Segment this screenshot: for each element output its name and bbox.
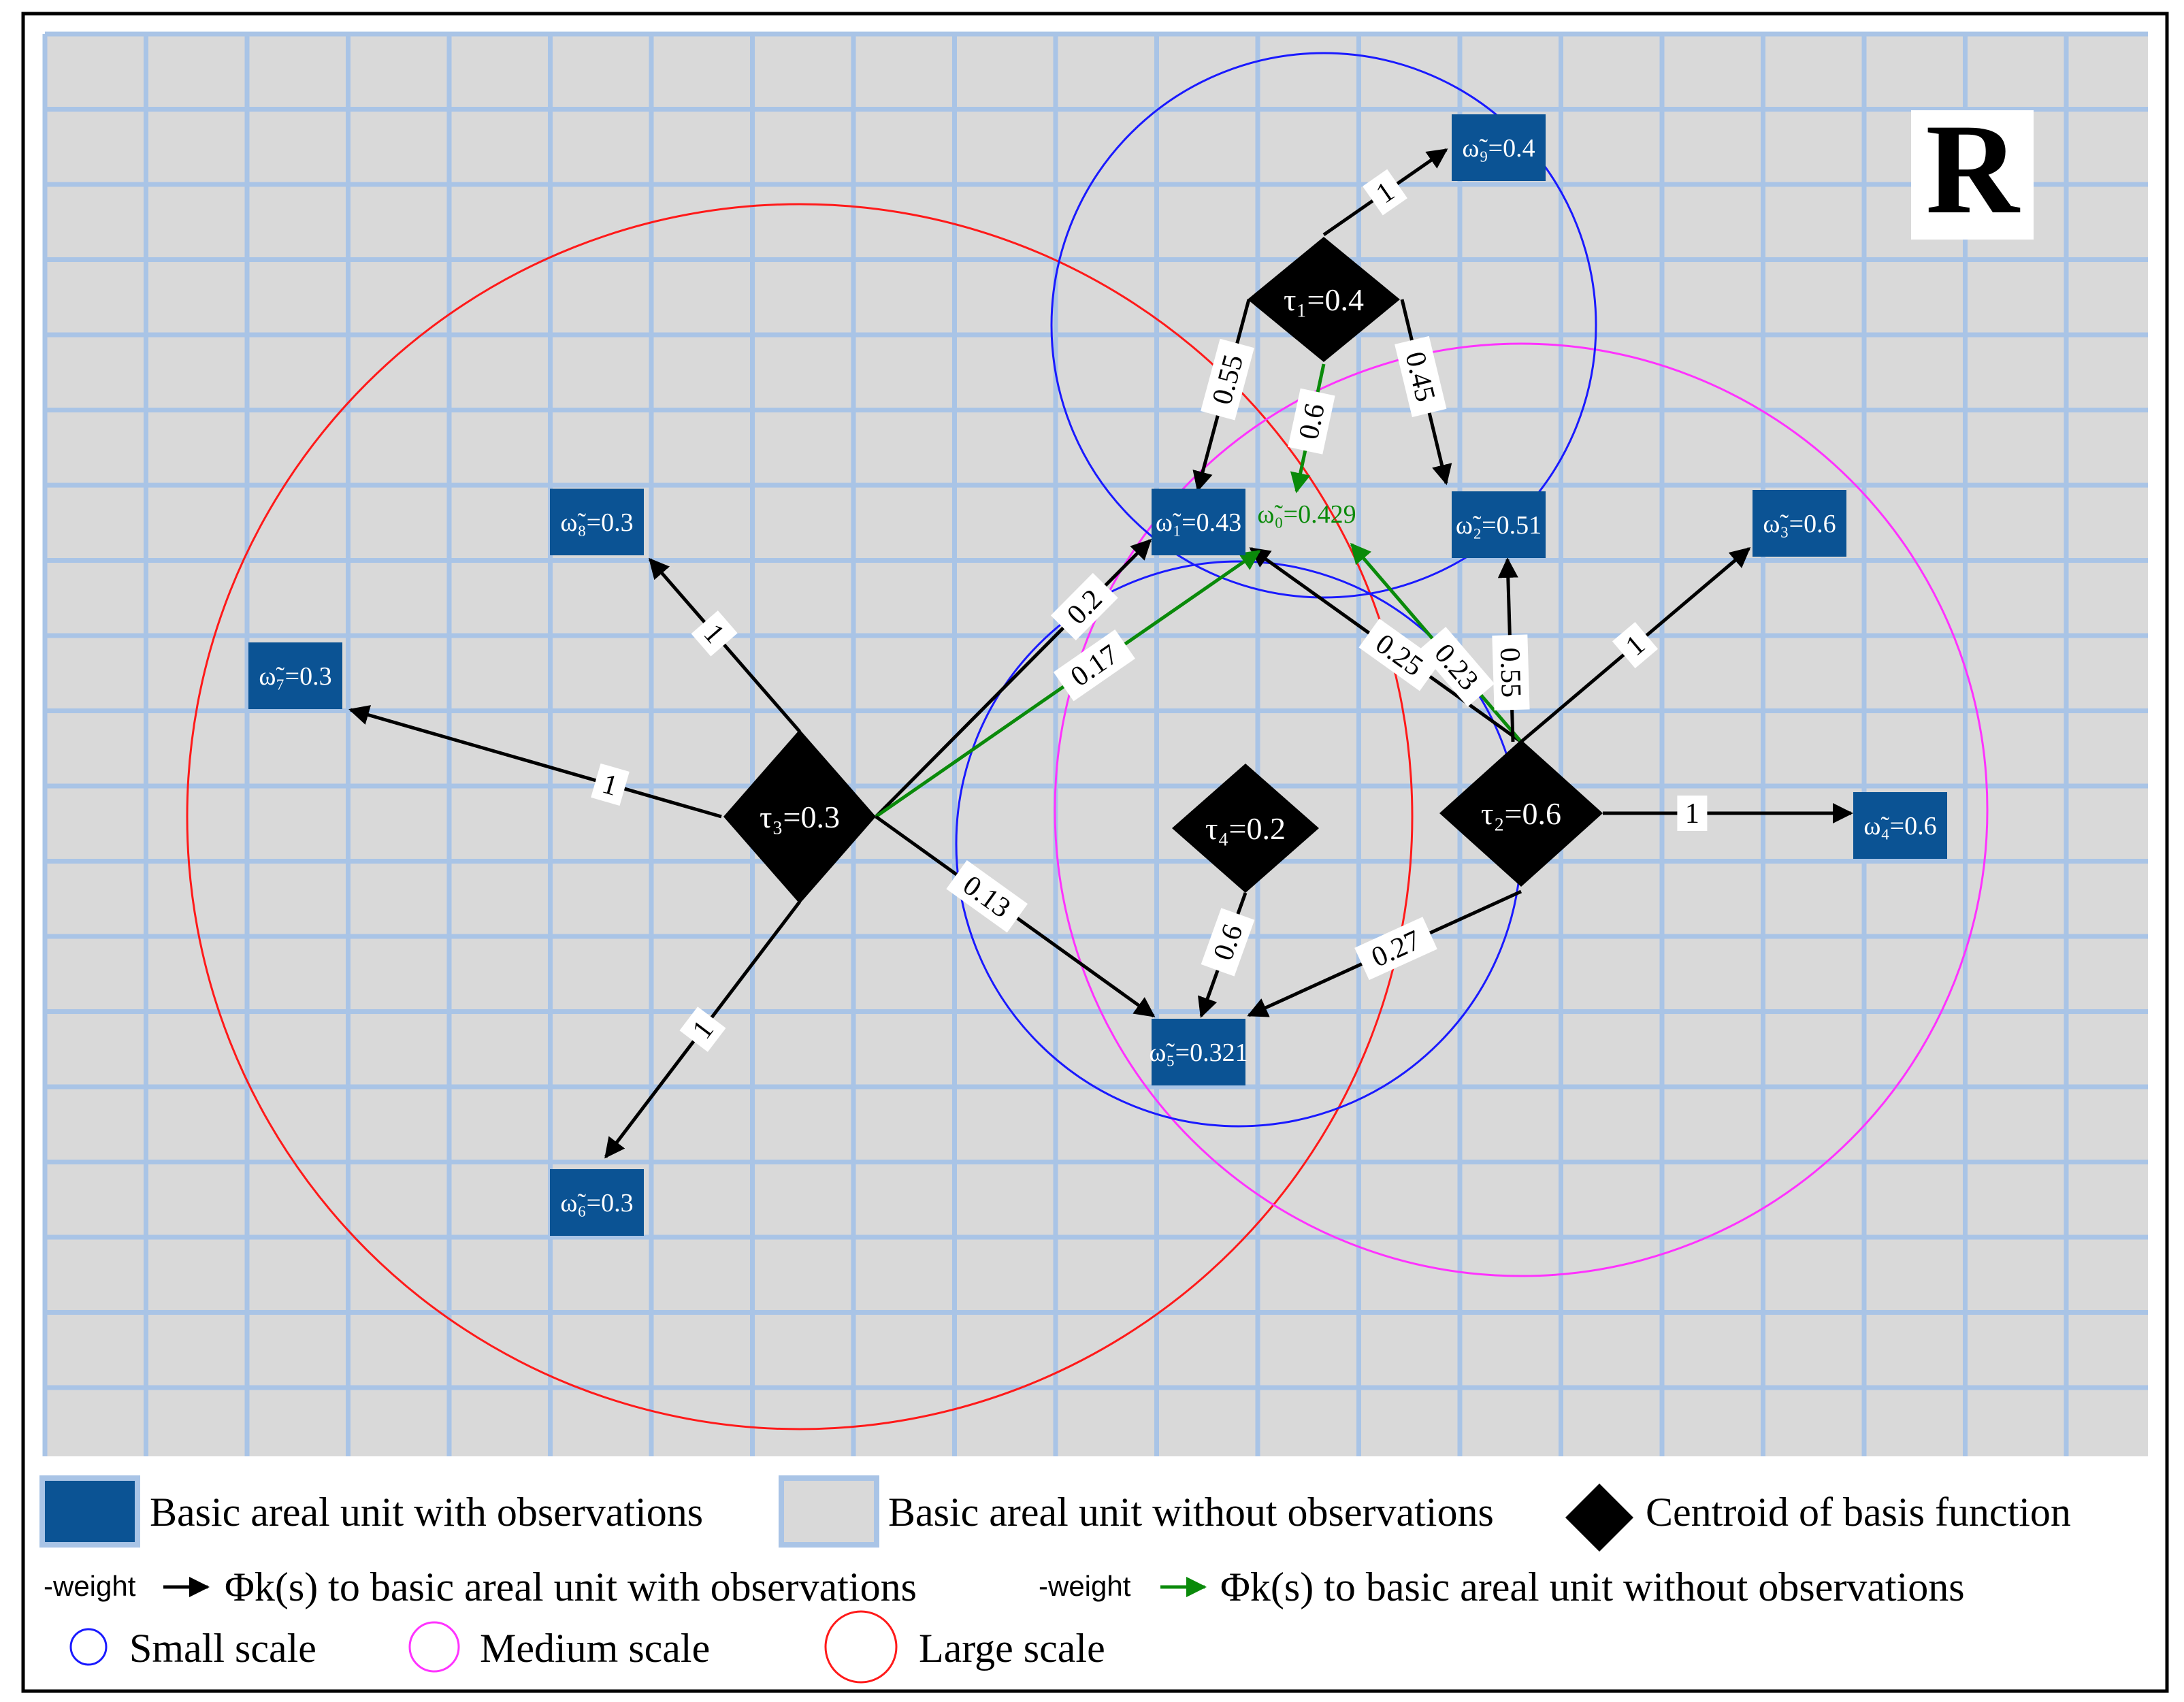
weight-label-bg [1395,336,1447,417]
observed-unit-w9 [1452,114,1546,181]
observed-unit-label-w8: ω̃₈=0.3 [560,508,633,537]
weight-label-bg [679,1007,726,1052]
weight-label-bg [1288,388,1335,455]
weight-label-bg [1418,627,1495,707]
observed-unit-w8 [550,489,644,555]
medium-scale-circle-t2 [1054,342,1989,1277]
observed-unit-label-w9: ω̃₉=0.4 [1462,134,1535,163]
weight-label-bg [591,763,630,806]
centroid-t2 [1439,740,1603,887]
observed-unit-label-w4: ω̃₄=0.6 [1863,812,1936,840]
legend-unobserved-swatch [779,1475,879,1548]
weight-label-bg [1358,619,1441,691]
weight-label-bg [1677,796,1708,831]
centroid-label-t1: τ₁=0.4 [1284,282,1364,317]
observed-unit-label-w6: ω̃₆=0.3 [560,1189,633,1217]
grid-background [45,34,2148,1456]
weight-label-bg [1612,621,1659,669]
observed-unit-w7 [248,642,342,709]
weight-label-t1-w9: 1 [1363,169,1407,216]
weight-label-bg [1363,169,1407,216]
legend-large-scale-icon [824,1610,898,1684]
observed-unit-label-w5: ω̃₅=0.321 [1149,1038,1248,1067]
corner-label: R [1925,98,2020,241]
observed-unit-label-w2: ω̃₂=0.51 [1456,511,1542,540]
observed-unit-label-w1: ω̃₁=0.43 [1156,508,1241,537]
grid-lines [42,31,2148,1456]
legend-observed-label: Basic areal unit with observations [150,1490,703,1535]
observed-unit-w2 [1452,491,1546,558]
weight-label-bg [1201,338,1254,421]
observed-unit-label-w3: ω̃₃=0.6 [1763,510,1836,538]
centroid-t4 [1172,764,1319,893]
legend-medium-scale-label: Medium scale [480,1626,710,1671]
legend-weight-word-green: -weight [1039,1570,1131,1602]
weight-label-text: 0.55 [1494,647,1527,698]
weight-label-t3-w6: 1 [679,1007,726,1052]
legend-small-scale-label: Small scale [129,1626,316,1671]
legend-centroid-icon [1565,1484,1633,1552]
weight-label-bg [1201,908,1255,977]
legend-observed-swatch [39,1475,140,1548]
unobserved-unit-label-w0: ω̃₀=0.429 [1257,500,1356,529]
centroid-t3 [723,730,876,904]
observed-unit-w1 [1152,489,1245,555]
observed-unit-w6 [550,1169,644,1236]
weight-label-bg [1354,917,1437,981]
scale-circles [186,52,1989,1430]
centroid-label-t4: τ₄=0.2 [1205,811,1286,846]
centroids-layer: τ₁=0.4 τ₂=0.6 τ₃=0.3 τ₄=0.2 [723,237,1603,904]
legend-green-arrow-label: Φk(s) to basic areal unit without observ… [1220,1565,1965,1609]
edge-t3-w8 [649,557,801,733]
weight-label-t1-w0: 0.6 [1288,388,1335,455]
weight-label-bg [691,610,738,657]
observed-unit-w5 [1152,1019,1245,1085]
edge-t3-w7 [348,705,722,819]
observed-unit-w4 [1853,792,1947,859]
centroid-t1 [1248,237,1400,362]
legend-large-scale-label: Large scale [919,1626,1105,1671]
weight-label-bg [1053,629,1135,702]
weight-label-text: 0.6 [1293,401,1331,442]
weight-label-t1-w2: 0.45 [1395,336,1447,417]
legend-medium-scale-icon [408,1621,460,1673]
observed-unit-label-w7: ω̃₇=0.3 [259,662,331,691]
weight-label-bg [1050,572,1118,640]
weight-label-text: 1 [1685,798,1699,830]
weight-label-t2-w4: 1 [1677,796,1708,831]
legend-small-scale-icon [69,1628,108,1666]
weight-label-bg [946,860,1028,933]
legend-weight-word-black: -weight [44,1570,136,1602]
observed-unit-w3 [1753,490,1846,557]
legend-unobserved-label: Basic areal unit without observations [888,1490,1494,1535]
large-scale-circle [186,203,1414,1430]
legend-black-arrow-label: Φk(s) to basic areal unit with observati… [225,1565,917,1609]
weight-label-t2-w2: 0.55 [1492,634,1530,710]
weight-label-t3-w7: 1 [591,763,630,806]
corner-label-box [1911,110,2034,240]
weight-label-t4-w5: 0.6 [1201,908,1255,977]
weight-label-bg [1492,634,1530,710]
small-scale-circle-t1 [1050,52,1597,599]
legend: Basic areal unit with observations Basic… [39,1475,2071,1684]
centroid-label-t3: τ₃=0.3 [760,800,840,834]
legend-centroid-label: Centroid of basis function [1646,1490,2071,1535]
units-layer: ω̃₁=0.43 ω̃₂=0.51 ω̃₃=0.6 ω̃₄=0.6 ω̃₅=0.321 ω… [248,114,1947,1236]
centroid-label-t2: τ₂=0.6 [1481,796,1561,831]
